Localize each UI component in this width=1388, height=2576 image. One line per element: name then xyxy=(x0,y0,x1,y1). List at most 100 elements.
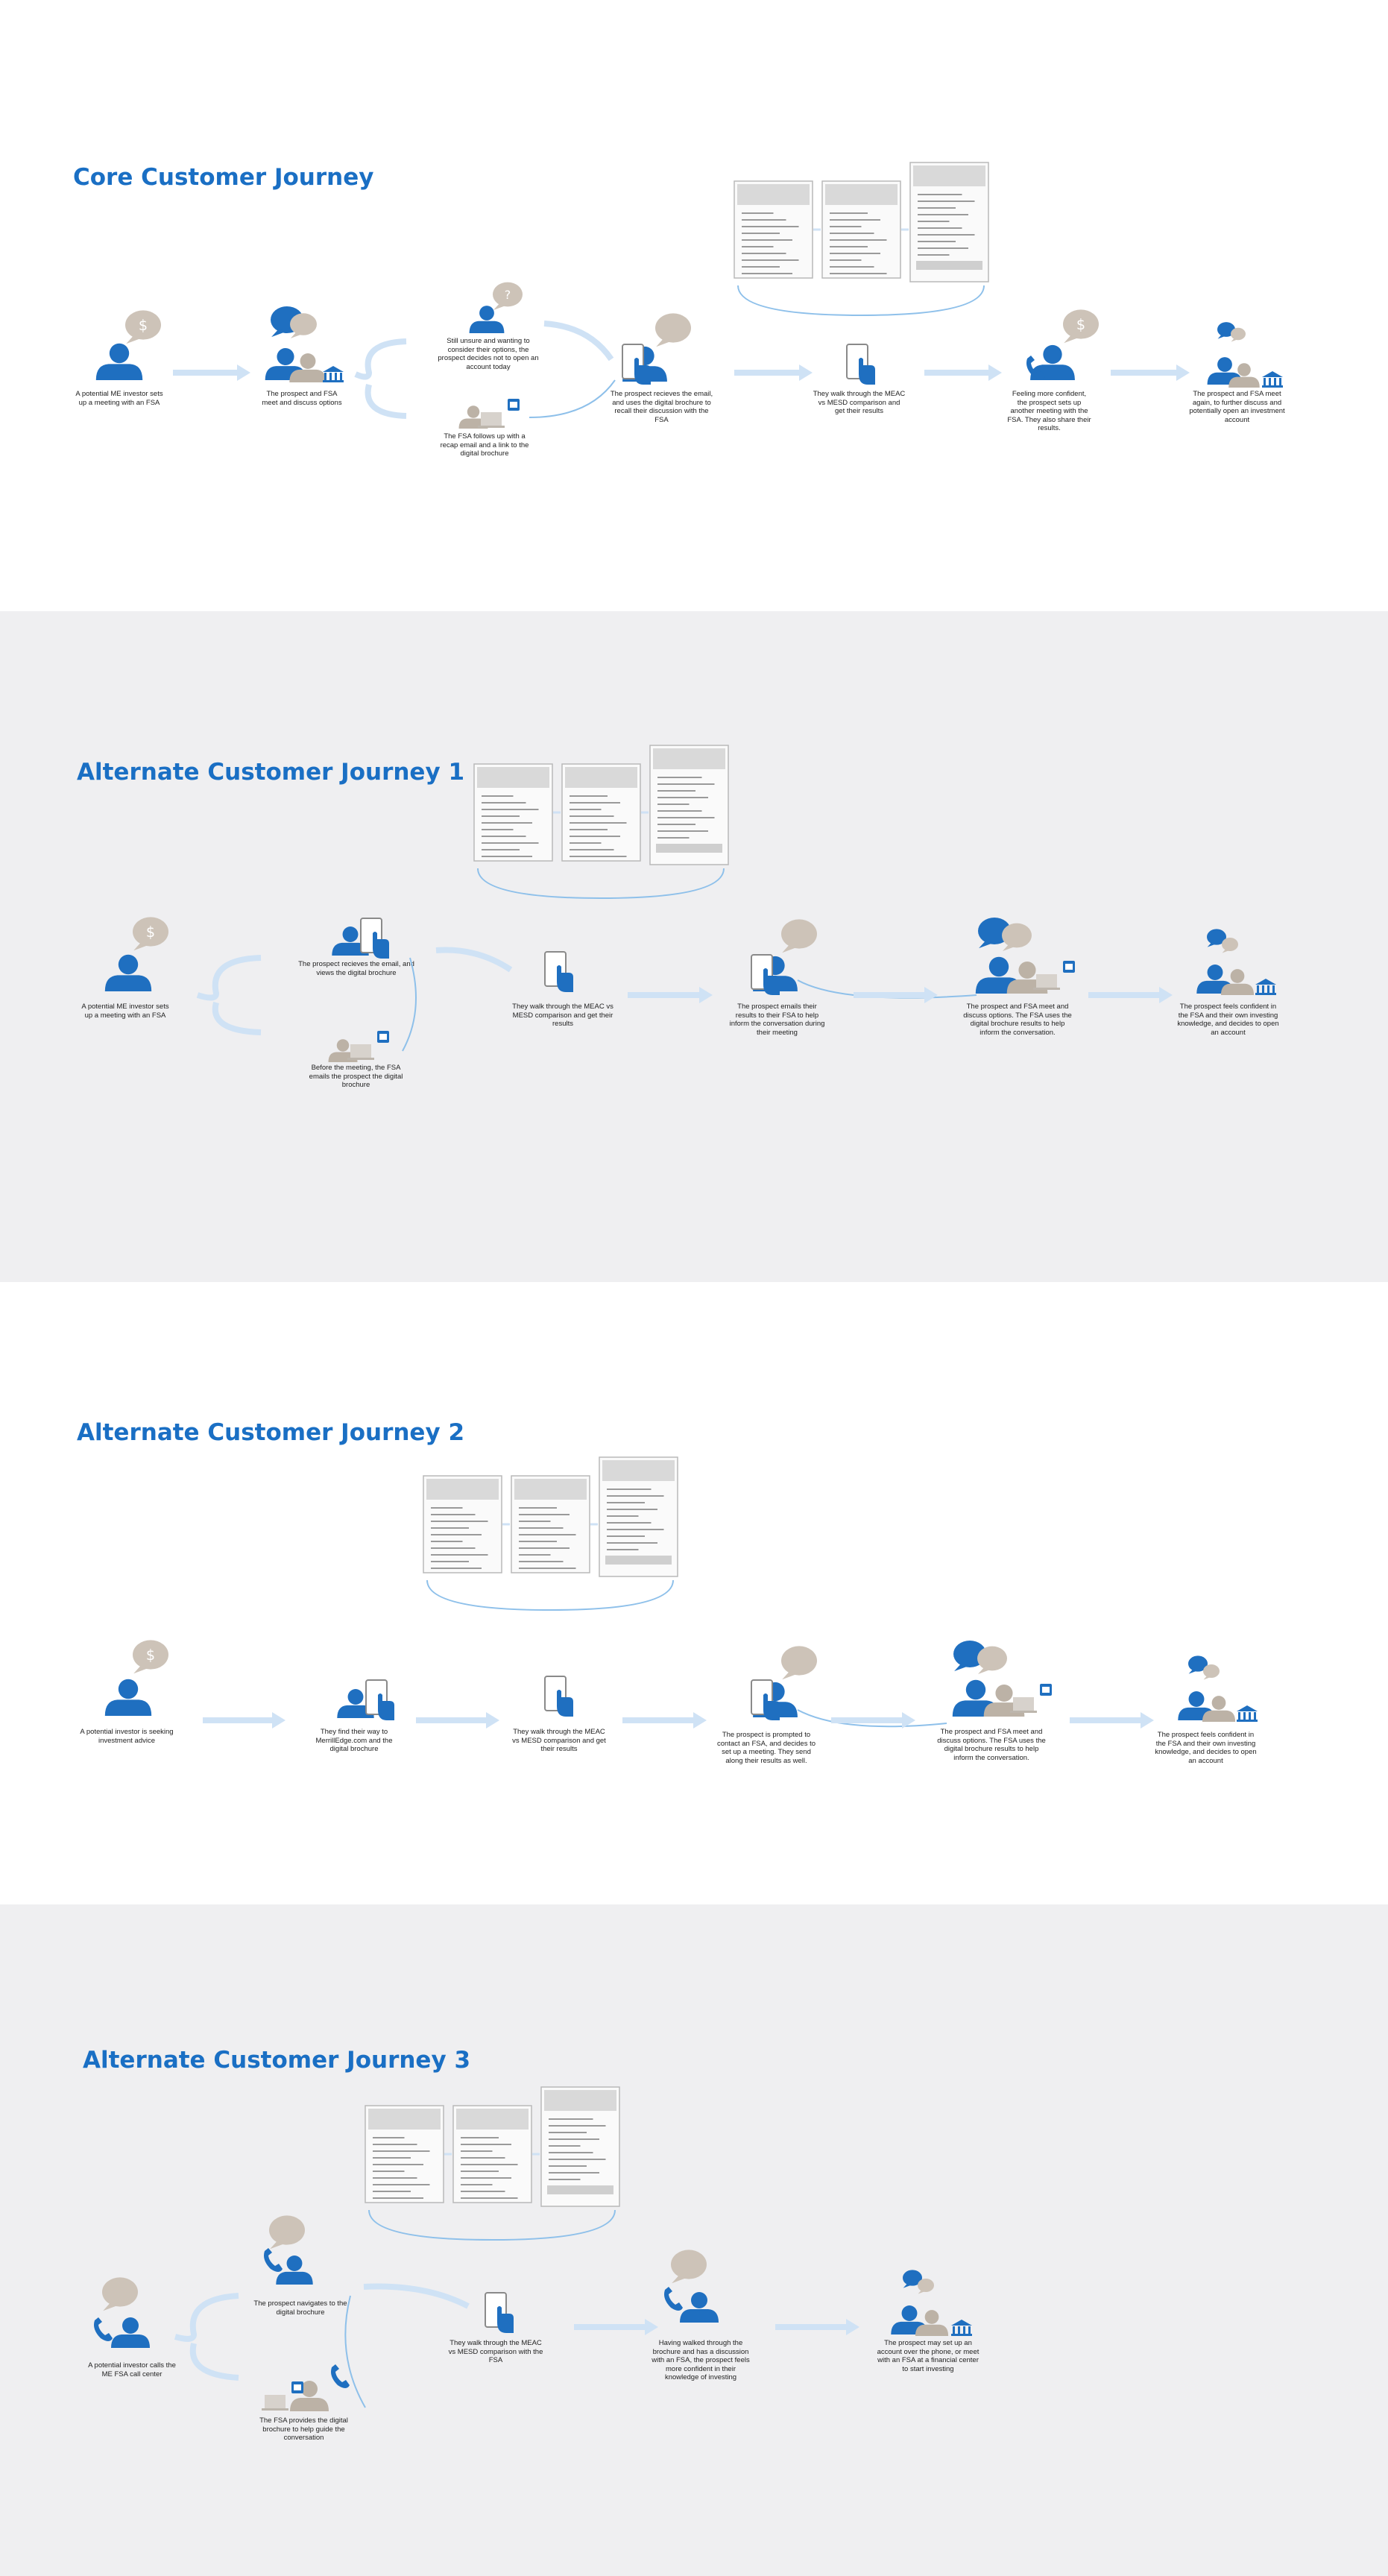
investor-icon xyxy=(95,343,143,380)
journey-3-title: Alternate Customer Journey 3 xyxy=(83,2047,471,2074)
step-caption: The prospect recieves the email, and vie… xyxy=(298,960,414,977)
step-caption: The prospect is prompted to contact an F… xyxy=(716,1731,816,1765)
step-open-account xyxy=(1196,929,1276,995)
branch-curve xyxy=(354,338,407,419)
step-caption: The FSA follows up with a recap email an… xyxy=(440,432,529,458)
phone-handset-icon xyxy=(94,2317,113,2341)
flow-arrow xyxy=(416,1712,499,1729)
step-caption: They walk through the MEAC vs MESD compa… xyxy=(512,1003,613,1028)
brochure-screen-thumbnail xyxy=(365,2105,444,2203)
flow-arrow xyxy=(173,364,250,381)
step-fsa-emails-brochure xyxy=(328,1031,389,1062)
speech-bubble-icon xyxy=(918,2278,934,2294)
step-caption: The prospect and FSA meet and discuss op… xyxy=(262,390,342,407)
flow-arrow xyxy=(628,987,713,1003)
step-walk-through-comparison xyxy=(544,1676,573,1717)
step-walk-through-with-fsa xyxy=(485,2292,514,2333)
step-caption: A potential investor is seeking investme… xyxy=(80,1728,174,1745)
step-caption: The FSA provides the digital brochure to… xyxy=(259,2416,348,2442)
step-emails-results xyxy=(751,919,817,995)
fsa-icon xyxy=(915,2310,949,2336)
fsa-icon xyxy=(1228,363,1260,388)
step-recall-discussion xyxy=(622,313,691,385)
step-undecided: ? xyxy=(469,282,523,333)
step-caption: A potential investor calls the ME FSA ca… xyxy=(88,2361,176,2378)
brochure-screens-thumbnails xyxy=(734,162,989,317)
smartphone-icon xyxy=(360,918,389,959)
step-investor-meeting: $ xyxy=(104,917,168,991)
fsa-icon xyxy=(1202,1696,1236,1722)
step-caption: The prospect and FSA meet and discuss op… xyxy=(963,1003,1072,1037)
brochure-screen-thumbnail xyxy=(561,763,641,862)
step-navigate-brochure xyxy=(264,2215,313,2285)
step-caption: Having walked through the brochure and h… xyxy=(652,2339,750,2381)
fsa-icon xyxy=(1220,969,1255,995)
phone-handset-icon xyxy=(331,2364,350,2388)
journey-1-title: Alternate Customer Journey 1 xyxy=(77,759,465,786)
smartphone-icon xyxy=(846,344,875,385)
step-share-results: $ xyxy=(1026,309,1099,380)
smartphone-icon xyxy=(751,1679,780,1720)
laptop-icon xyxy=(1010,1684,1052,1713)
laptop-icon xyxy=(478,399,520,428)
svg-text:?: ? xyxy=(505,288,511,302)
laptop-icon xyxy=(347,1031,389,1060)
bank-icon xyxy=(1237,1705,1258,1722)
step-caption: The prospect feels confident in the FSA … xyxy=(1177,1003,1279,1037)
thinking-bubble-icon: ? xyxy=(493,282,523,310)
prospect-icon xyxy=(337,1689,374,1718)
prospect-icon xyxy=(469,306,505,333)
step-caption: The prospect navigates to the digital br… xyxy=(253,2299,347,2317)
speech-bubble-icon xyxy=(1222,937,1238,953)
step-caption: Before the meeting, the FSA emails the p… xyxy=(309,1064,403,1089)
smartphone-icon xyxy=(485,2292,514,2333)
step-find-brochure xyxy=(337,1679,394,1720)
svg-text:$: $ xyxy=(139,317,148,334)
flow-arrow xyxy=(1070,1712,1154,1729)
flow-arrow xyxy=(854,987,938,1003)
brochure-screens-thumbnails xyxy=(365,2086,620,2241)
core-journey-title: Core Customer Journey xyxy=(73,164,374,191)
speech-bubble-icon xyxy=(655,313,691,347)
speech-bubble-icon xyxy=(102,2277,138,2311)
svg-text:$: $ xyxy=(146,924,155,941)
step-caption: The prospect emails their results to the… xyxy=(729,1003,825,1037)
brochure-screen-thumbnail xyxy=(511,1475,590,1573)
results-connector xyxy=(797,1709,947,1728)
step-caption: They walk through the MEAC vs MESD compa… xyxy=(512,1728,606,1753)
bank-icon xyxy=(1255,979,1276,995)
flow-arrow xyxy=(831,1712,915,1729)
smartphone-icon xyxy=(622,344,651,385)
fsa-icon xyxy=(290,2381,329,2411)
step-walk-through-comparison xyxy=(544,951,573,992)
branch-curve xyxy=(196,955,262,1035)
brochure-screen-thumbnail xyxy=(599,1456,678,1577)
journey-2-section xyxy=(0,1282,1388,1904)
step-investor-meeting: $ xyxy=(95,310,161,380)
step-caption: Still unsure and wanting to consider the… xyxy=(438,337,539,371)
svg-text:$: $ xyxy=(146,1647,155,1664)
speech-bubble-icon xyxy=(1002,923,1032,951)
brochure-screens-thumbnails xyxy=(473,745,729,900)
step-open-account xyxy=(1178,1655,1258,1722)
brochure-screen-thumbnail xyxy=(452,2105,532,2203)
money-bubble-icon: $ xyxy=(133,1640,168,1674)
step-fsa-follow-up xyxy=(458,399,520,429)
investor-icon xyxy=(104,954,152,991)
flow-arrow xyxy=(734,364,813,381)
step-caption: They walk through the MEAC vs MESD compa… xyxy=(448,2339,543,2364)
step-meet-discuss xyxy=(952,1640,1052,1717)
investor-icon xyxy=(111,2317,150,2348)
phone-handset-icon xyxy=(264,2248,283,2272)
speech-bubble-icon xyxy=(903,2270,922,2288)
step-fsa-provides-brochure xyxy=(262,2364,350,2411)
step-contact-fsa xyxy=(751,1646,817,1720)
prospect-icon xyxy=(332,926,369,956)
step-caption: Feeling more confident, the prospect set… xyxy=(1007,390,1091,432)
speech-bubble-icon xyxy=(977,1646,1007,1674)
flow-arrow xyxy=(622,1712,707,1729)
journey-1-section xyxy=(0,611,1388,1282)
laptop-icon xyxy=(1033,961,1075,990)
money-bubble-icon: $ xyxy=(133,917,168,951)
step-seeking-advice: $ xyxy=(104,1640,168,1716)
